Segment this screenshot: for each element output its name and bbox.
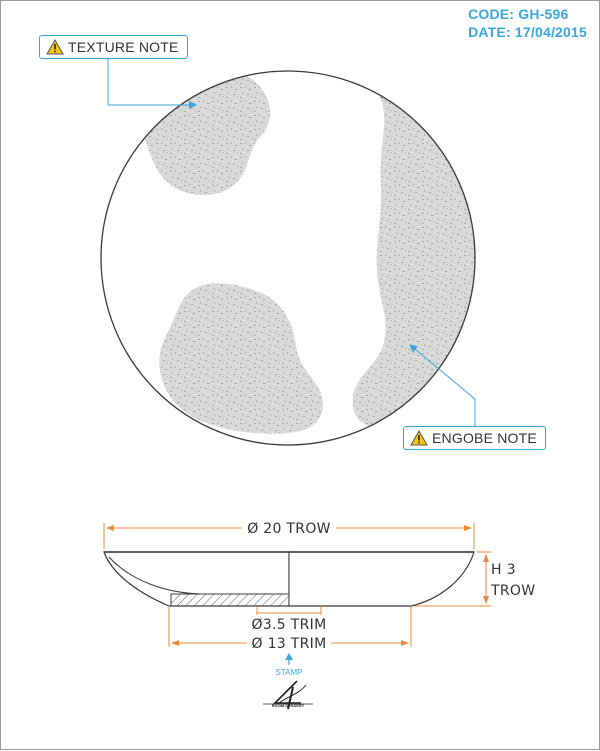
date-label: DATE: 17/04/2015 — [468, 24, 587, 40]
engobe-note-callout: ENGOBE NOTE — [403, 426, 546, 450]
stamp-label: STAMP — [276, 668, 303, 677]
texture-note-label: TEXTURE NOTE — [68, 39, 179, 55]
engobe-note-label: ENGOBE NOTE — [432, 430, 537, 446]
dimension-trim-large: Ø 13 TRIM — [168, 606, 412, 652]
warning-icon — [410, 430, 428, 446]
dimension-outer-diameter: Ø 20 TROW — [103, 521, 475, 549]
code-label: CODE: GH-596 — [468, 6, 569, 22]
section-profile-outer — [289, 551, 475, 607]
dimension-trim-small: Ø3.5 TRIM — [252, 606, 327, 633]
engobe-note-leader — [409, 344, 476, 427]
dimension-height: H 3 TROW — [414, 551, 535, 607]
texture-blob-bottom-left — [159, 283, 323, 434]
outer-diameter-label: Ø 20 TROW — [247, 521, 331, 537]
plate-top-view — [100, 70, 476, 446]
height-label-line2: TROW — [490, 583, 535, 599]
arrow-up-icon — [285, 653, 293, 660]
warning-icon — [46, 39, 64, 55]
title-block: CODE: GH-596 DATE: 17/04/2015 — [468, 5, 587, 41]
plate-outline — [100, 70, 476, 446]
texture-blob-right — [352, 83, 475, 427]
section-hatch — [170, 593, 290, 607]
stamp-logo: ROOM DESSERT — [263, 680, 313, 710]
height-label-line1: H 3 — [491, 562, 516, 578]
plate-section-view — [103, 551, 475, 607]
stamp-callout: STAMP ROOM DESSERT — [263, 653, 313, 710]
texture-note-leader — [107, 59, 197, 109]
section-inner-curve — [108, 556, 202, 595]
stamp-logo-text: ROOM DESSERT — [272, 703, 305, 708]
trim-large-label: Ø 13 TRIM — [252, 636, 327, 652]
texture-note-callout: TEXTURE NOTE — [39, 35, 188, 59]
trim-small-label: Ø3.5 TRIM — [252, 617, 327, 633]
